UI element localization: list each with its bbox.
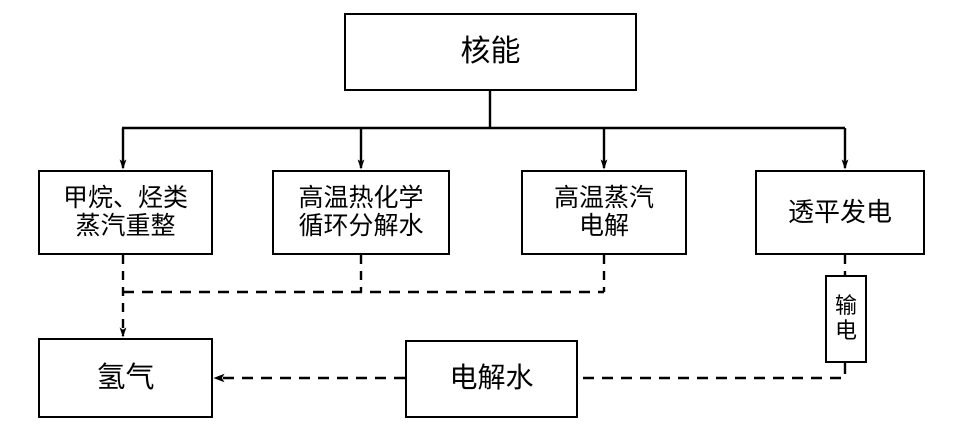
- node-label-line: 高温热化学: [298, 184, 424, 212]
- node-label-line: 蒸汽重整: [75, 212, 176, 240]
- node-nuclear-energy[interactable]: 核能: [344, 13, 637, 91]
- node-label-line: 循环分解水: [298, 212, 424, 240]
- node-label-line: 电解水: [449, 363, 534, 395]
- node-label-line: 输: [834, 293, 857, 319]
- node-label-line: 甲烷、烃类: [62, 184, 188, 212]
- node-turbine-power-generation[interactable]: 透平发电: [755, 170, 925, 255]
- node-label-line: 核能: [460, 35, 521, 69]
- node-label-line: 氢气: [96, 361, 155, 394]
- node-thermochemical-water-splitting[interactable]: 高温热化学 循环分解水: [272, 170, 450, 255]
- node-high-temperature-steam-electrolysis[interactable]: 高温蒸汽 电解: [521, 170, 687, 255]
- node-label-line: 电解: [578, 212, 629, 240]
- node-power-transmission[interactable]: 输 电: [825, 275, 867, 363]
- edge-transmission-to-water-electrolysis: [578, 363, 847, 380]
- node-hydrogen[interactable]: 氢气: [38, 338, 213, 418]
- node-label-line: 高温蒸汽: [553, 184, 654, 212]
- node-water-electrolysis[interactable]: 电解水: [405, 340, 578, 418]
- node-steam-reforming[interactable]: 甲烷、烃类 蒸汽重整: [38, 170, 213, 255]
- node-label-line: 透平发电: [787, 197, 892, 227]
- node-label-line: 电: [834, 318, 857, 343]
